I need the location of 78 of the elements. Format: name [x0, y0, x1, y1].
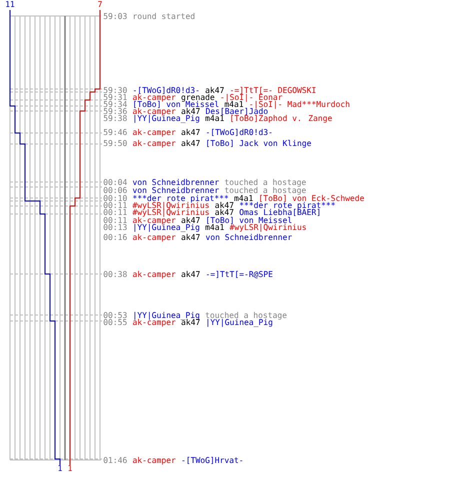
event-text: touched a hostage: [224, 186, 306, 195]
timestamp: 59:31: [104, 94, 127, 100]
timestamp: 00:16: [104, 234, 127, 240]
player-name: ak-camper: [133, 94, 176, 102]
player-name: ak-camper: [133, 318, 176, 327]
player-name: ak-camper: [133, 108, 176, 116]
weapon-name: ak47: [215, 208, 234, 216]
player-name: ***der rote pirat***: [240, 202, 335, 210]
player-name: ak-camper: [133, 456, 176, 465]
timestamp: 00:53: [104, 312, 127, 318]
weapon-name: ak47: [206, 86, 224, 94]
timestamp: 00:55: [104, 319, 127, 326]
player-name: [ToBo] von Meissel: [134, 100, 218, 108]
timestamp: 00:04: [104, 179, 127, 186]
timestamp: 00:11: [104, 202, 127, 208]
timestamp: 59:34: [104, 101, 127, 108]
weapon-name: grenade: [182, 94, 214, 102]
timestamp: 59:50: [104, 140, 127, 146]
weapon-name: ak47: [182, 318, 200, 326]
player-name: [ToBo] Jack von Klinge: [207, 140, 311, 148]
player-name: -[TWoG]dR0!d3-: [206, 128, 272, 136]
timestamp: 01:46: [104, 457, 127, 464]
player-name: ak-camper: [133, 216, 176, 225]
player-name: -|SoI|- Eonar: [221, 94, 282, 102]
timestamp: 00:11: [104, 209, 127, 216]
player-name: -[TWoG]Hrvat-: [182, 456, 242, 464]
timestamp: 00:38: [104, 271, 127, 278]
player-name: [ToBo]Zaphod v. Zange: [231, 114, 332, 123]
player-name: -[TWoG]dR0!d3-: [134, 86, 198, 94]
weapon-name: ak47: [182, 140, 200, 146]
player-name: von Schneidbrenner: [132, 186, 219, 194]
player-name: von Schneidbrenner: [206, 234, 292, 240]
team-count: 11: [6, 1, 14, 7]
player-name: von Schneidbrenner: [132, 178, 219, 186]
weapon-name: ak47: [182, 270, 200, 278]
event-text: touched a hostage: [206, 312, 287, 320]
weapon-name: ak47: [215, 202, 234, 208]
timestamp: 59:30: [104, 87, 127, 94]
weapon-name: ak47: [182, 216, 200, 224]
player-name: |YY|Guinea_Pig: [208, 318, 272, 327]
timestamp: 00:11: [104, 217, 127, 224]
player-name: ak-camper: [133, 270, 176, 279]
timestamp: 00:13: [104, 224, 127, 230]
timestamp: 59:46: [104, 129, 127, 136]
team-count: 1: [58, 465, 62, 471]
weapon-name: m4a1: [206, 115, 224, 122]
team-count: 1: [68, 465, 72, 471]
player-name: -=]TtT[=- DEGOWSKI: [230, 86, 316, 94]
weapon-name: ak47: [182, 234, 200, 240]
player-name: Des[Baer]Jado: [206, 108, 268, 116]
player-name: [ToBo] von Eck-Schwede: [260, 194, 364, 202]
player-name: Omas Liebha[BAER]: [240, 208, 320, 216]
weapon-name: ak47: [182, 128, 200, 136]
player-name: ak-camper: [133, 128, 176, 137]
weapon-name: ak47: [182, 108, 200, 114]
player-name: |YY|Guinea_Pig: [134, 114, 200, 123]
player-name: #wyLSR|Qwirinius: [132, 208, 209, 217]
player-name: |YY|Guinea_Pig: [134, 312, 200, 320]
player-name: [ToBo] von Meissel: [207, 216, 292, 224]
timestamp: 00:10: [104, 195, 127, 202]
timestamp: 59:36: [104, 108, 127, 114]
player-name: |YY|Guinea_Pig: [134, 224, 200, 232]
weapon-name: m4a1: [234, 195, 253, 202]
player-name: ak-camper: [133, 234, 176, 242]
event-text: round started: [134, 12, 194, 20]
timestamp: 59:38: [104, 115, 127, 122]
player-name: -=]TtT[=-R@SPE: [206, 270, 272, 278]
team-count: 7: [98, 1, 102, 7]
timestamp: 00:06: [104, 187, 127, 194]
timestamp: 59:03: [104, 13, 127, 20]
event-text: touched a hostage: [224, 178, 306, 187]
player-name: #wyLSR|Qwirinius: [230, 224, 306, 232]
player-name: #wyLSR|Qwirinius: [132, 202, 209, 210]
player-name: -|SoI|- Mad***Murdoch: [250, 100, 350, 109]
player-name: ak-camper: [133, 140, 176, 148]
weapon-name: m4a1: [206, 224, 224, 230]
weapon-name: m4a1: [224, 101, 244, 108]
player-name: ***der rote pirat***: [133, 194, 228, 203]
